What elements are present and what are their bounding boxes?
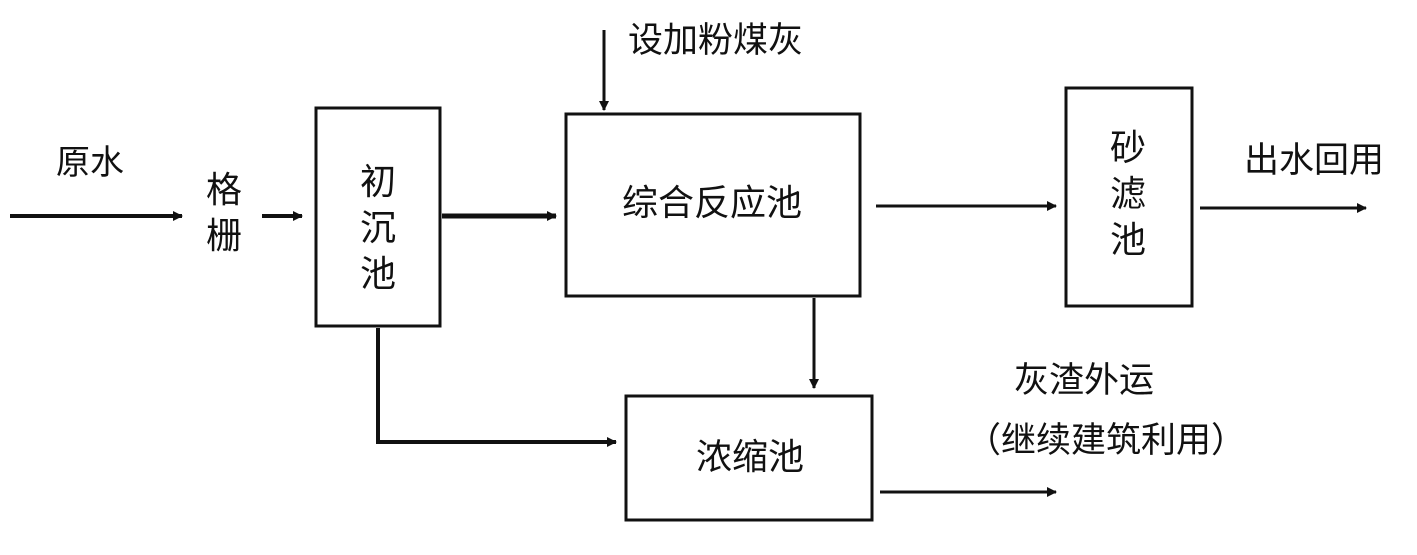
ash-reuse-note-label: （继续建筑利用） bbox=[966, 421, 1247, 461]
grating-label-char: 格 bbox=[205, 170, 242, 211]
raw-water-label: 原水 bbox=[56, 143, 124, 183]
primary-sedimentation-box bbox=[314, 106, 442, 328]
arrow-primary-sludge-to-thickener bbox=[376, 328, 617, 447]
sand-filter-label-char: 池 bbox=[1109, 220, 1146, 261]
primary-sedimentation-label-char: 初 bbox=[359, 162, 396, 203]
primary-sedimentation-label: 初 沉 池 bbox=[358, 160, 398, 298]
thickener-box bbox=[624, 394, 874, 522]
sand-filter-label-char: 滤 bbox=[1109, 174, 1146, 215]
grating-label: 格 栅 bbox=[204, 168, 244, 260]
sand-filter-box bbox=[1064, 86, 1194, 308]
fly-ash-dosing-label: 设加粉煤灰 bbox=[628, 21, 804, 61]
thickener-label: 浓缩池 bbox=[696, 437, 805, 478]
primary-sedimentation-label-char: 沉 bbox=[359, 208, 396, 249]
grating-label-char: 栅 bbox=[205, 216, 242, 257]
effluent-reuse-label: 出水回用 bbox=[1244, 141, 1385, 181]
reaction-tank-label: 综合反应池 bbox=[622, 183, 803, 224]
reaction-tank-box bbox=[564, 112, 862, 298]
sand-filter-label: 砂 滤 池 bbox=[1108, 126, 1148, 264]
sand-filter-label-char: 砂 bbox=[1109, 128, 1146, 169]
primary-sedimentation-label-char: 池 bbox=[359, 254, 396, 295]
ash-removal-label: 灰渣外运 bbox=[1014, 361, 1155, 401]
